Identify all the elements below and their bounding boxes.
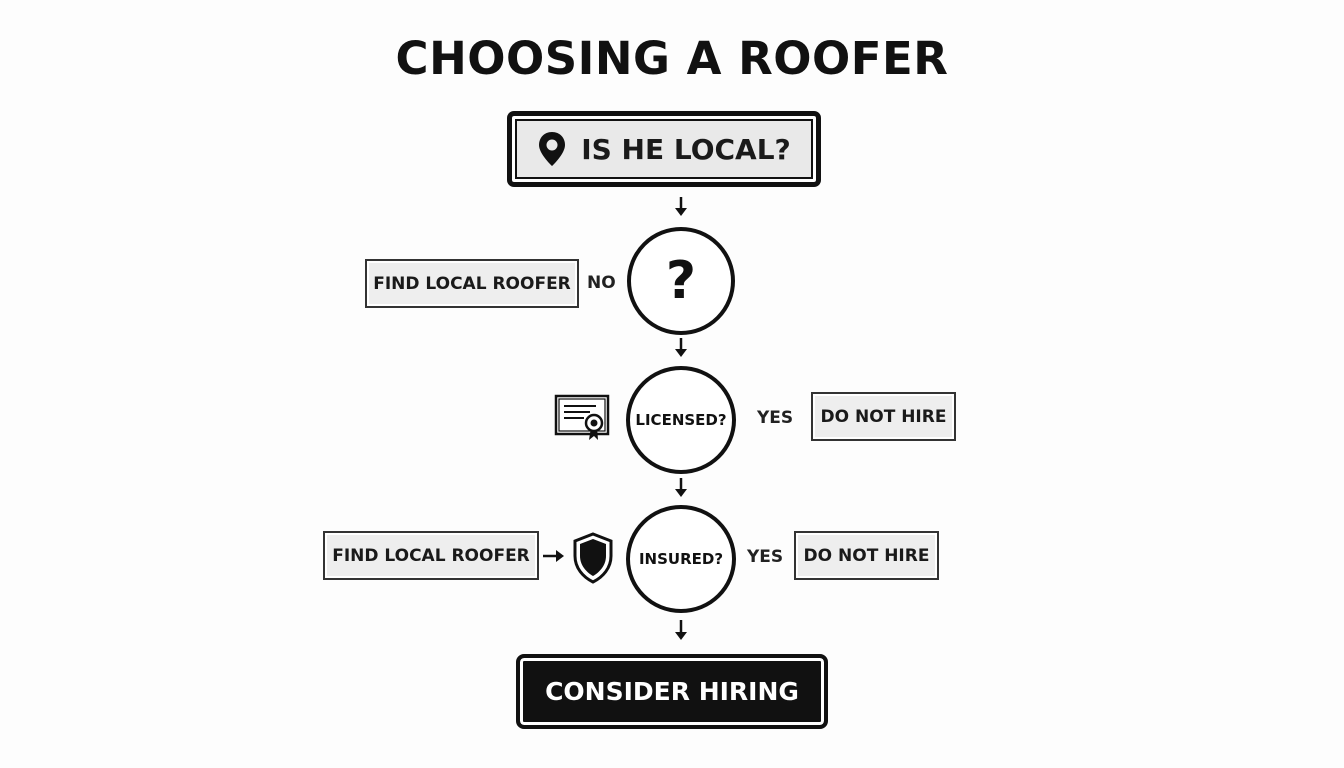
do-not-hire-label: DO NOT HIRE — [803, 545, 930, 566]
arrow-local-to-licensed — [675, 338, 687, 357]
do-not-hire-box-bottom: DO NOT HIRE — [794, 531, 939, 580]
start-node-is-local: IS HE LOCAL? — [507, 111, 821, 187]
decision-local-circle: ? — [627, 227, 735, 335]
find-local-roofer-label: FIND LOCAL ROOFER — [332, 545, 530, 566]
end-node-consider-hiring: CONSIDER HIRING — [516, 654, 828, 729]
diagram-title: CHOOSING A ROOFER — [395, 32, 949, 85]
find-local-roofer-box-top: FIND LOCAL ROOFER — [365, 259, 579, 308]
start-node-label: IS HE LOCAL? — [581, 132, 791, 166]
edge-label-no: NO — [587, 273, 616, 293]
edge-label-insured-yes: YES — [747, 547, 784, 567]
arrow-licensed-to-insured — [675, 478, 687, 497]
decision-licensed-circle: LICENSED? — [626, 366, 736, 474]
shield-icon — [571, 532, 615, 589]
decision-licensed-label: LICENSED? — [635, 411, 727, 429]
decision-insured-label: INSURED? — [638, 550, 724, 568]
find-local-roofer-box-bottom: FIND LOCAL ROOFER — [323, 531, 539, 580]
decision-insured-circle: INSURED? — [626, 505, 736, 613]
certificate-icon — [554, 393, 612, 448]
arrow-start-to-local — [675, 197, 687, 216]
location-pin-icon — [537, 130, 567, 168]
do-not-hire-box-top: DO NOT HIRE — [811, 392, 956, 441]
do-not-hire-label: DO NOT HIRE — [820, 406, 947, 427]
question-mark: ? — [665, 251, 697, 311]
end-node-label: CONSIDER HIRING — [545, 677, 799, 706]
arrow-insured-left — [543, 550, 564, 562]
find-local-roofer-label: FIND LOCAL ROOFER — [373, 273, 571, 294]
edge-label-licensed-yes: YES — [757, 408, 794, 428]
arrow-insured-to-end — [675, 620, 687, 640]
